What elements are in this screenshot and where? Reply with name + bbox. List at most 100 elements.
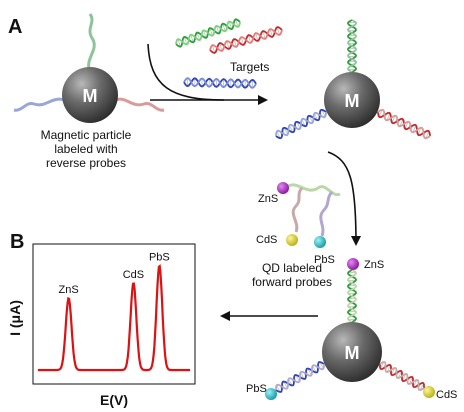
bound-zns-label: ZnS <box>364 259 384 271</box>
base-pair-rung <box>391 115 396 123</box>
base-pair-rung <box>262 31 266 39</box>
bead-caption-line-1: Magnetic particle <box>41 128 132 142</box>
left-duplex-backbone-2 <box>275 111 327 137</box>
base-pair-rung <box>228 21 233 30</box>
cds-quantum-dot <box>423 386 435 398</box>
qd-caption-line-1: QD labeled <box>262 261 322 275</box>
base-pair-rung <box>425 131 430 139</box>
peak-label-cds: CdS <box>123 269 144 281</box>
bead-letter: M <box>345 91 360 111</box>
base-pair-rung <box>255 33 259 41</box>
base-pair-rung <box>417 127 422 135</box>
plot-frame <box>32 243 196 385</box>
base-pair-rung <box>313 113 319 121</box>
x-axis-label: E(V) <box>100 392 128 408</box>
target-strand-red <box>209 26 283 54</box>
base-pair-rung <box>222 23 226 32</box>
forward-probe-zns <box>284 183 341 197</box>
cds-dot-label: CdS <box>256 234 277 246</box>
duplex-top <box>347 19 357 73</box>
bound-pbs-label: PbS <box>246 383 267 395</box>
right-duplex-backbone-2 <box>377 108 431 140</box>
sandwich-left <box>275 361 325 393</box>
qd-forward-probes: ZnS CdS PbS <box>256 182 341 266</box>
base-pair-rung <box>288 125 294 133</box>
panel-a-letter: A <box>8 16 22 38</box>
base-pair-rung <box>235 19 239 28</box>
bead <box>322 322 382 382</box>
cds-quantum-dot <box>286 234 298 246</box>
peak-label-pbs: PbS <box>149 252 170 264</box>
y-axis-label: I (μA) <box>7 300 23 336</box>
target-dna-strands <box>175 18 283 89</box>
zns-dot-label: ZnS <box>258 193 278 205</box>
qd-caption-line-2: forward probes <box>252 275 332 289</box>
green-target-backbone-2 <box>175 20 241 46</box>
panel-b-letter: B <box>10 231 24 253</box>
base-pair-rung <box>219 43 223 51</box>
base-pair-rung <box>177 38 181 47</box>
blue-target-backbone-2 <box>183 77 257 89</box>
reverse-probe-left <box>13 97 65 112</box>
bead <box>324 72 380 128</box>
sandwich-top <box>347 269 357 323</box>
bead-caption-line-2: labeled with <box>54 142 117 156</box>
reverse-probe-top <box>87 13 96 73</box>
target-strand-green <box>175 18 241 48</box>
base-pair-rung <box>190 34 194 43</box>
magnetic-particle-2: M <box>275 19 431 140</box>
base-pair-rung <box>248 35 252 43</box>
pbs-quantum-dot <box>314 236 326 248</box>
base-pair-rung <box>399 119 404 127</box>
magnetic-particle-3: M ZnS PbS CdS <box>246 258 457 401</box>
base-pair-rung <box>301 119 306 127</box>
base-pair-rung <box>386 113 391 121</box>
base-pair-rung <box>183 36 188 45</box>
sandwich-right <box>379 360 425 392</box>
base-pair-rung <box>276 131 281 139</box>
magnetic-particle-1: M <box>13 13 165 123</box>
right-sandwich-backbone-2 <box>379 360 425 392</box>
bead-caption-line-3: reverse probes <box>46 156 126 170</box>
forward-probe-pbs <box>319 190 334 237</box>
base-pair-rung <box>321 109 326 117</box>
pbs-dot-label: PbS <box>314 254 335 266</box>
base-pair-rung <box>308 115 314 123</box>
base-pair-rung <box>233 39 237 47</box>
duplex-right <box>377 108 431 140</box>
base-pair-rung <box>283 127 289 135</box>
zns-quantum-dot <box>277 182 289 194</box>
target-strand-blue <box>183 77 257 89</box>
qd-binding-arrow <box>327 151 361 246</box>
base-pair-rung <box>215 25 220 34</box>
base-pair-rung <box>404 121 409 129</box>
base-pair-rung <box>240 37 244 45</box>
base-pair-rung <box>203 30 207 39</box>
pbs-quantum-dot <box>265 388 277 400</box>
base-pair-rung <box>276 27 280 35</box>
base-pair-rung <box>378 109 383 117</box>
reverse-probe-right <box>115 97 165 112</box>
bead <box>62 67 118 123</box>
top-sandwich-backbone-2 <box>347 269 357 323</box>
stripping-voltammogram-line <box>37 264 191 372</box>
base-pair-rung <box>212 45 216 53</box>
zns-quantum-dot <box>347 258 359 270</box>
duplex-left <box>275 108 327 140</box>
bead-letter: M <box>345 343 360 363</box>
base-pair-rung <box>296 121 301 129</box>
base-pair-rung <box>226 41 230 49</box>
forward-probe-cds <box>291 186 304 233</box>
base-pair-rung <box>412 125 417 133</box>
base-pair-rung <box>269 29 273 37</box>
bound-cds-label: CdS <box>436 389 457 401</box>
targets-label: Targets <box>230 60 269 74</box>
top-duplex-backbone-2 <box>347 19 357 73</box>
bead-letter: M <box>83 86 98 106</box>
left-sandwich-backbone-2 <box>275 364 325 390</box>
red-target-backbone-2 <box>209 28 283 52</box>
base-pair-rung <box>196 32 201 41</box>
